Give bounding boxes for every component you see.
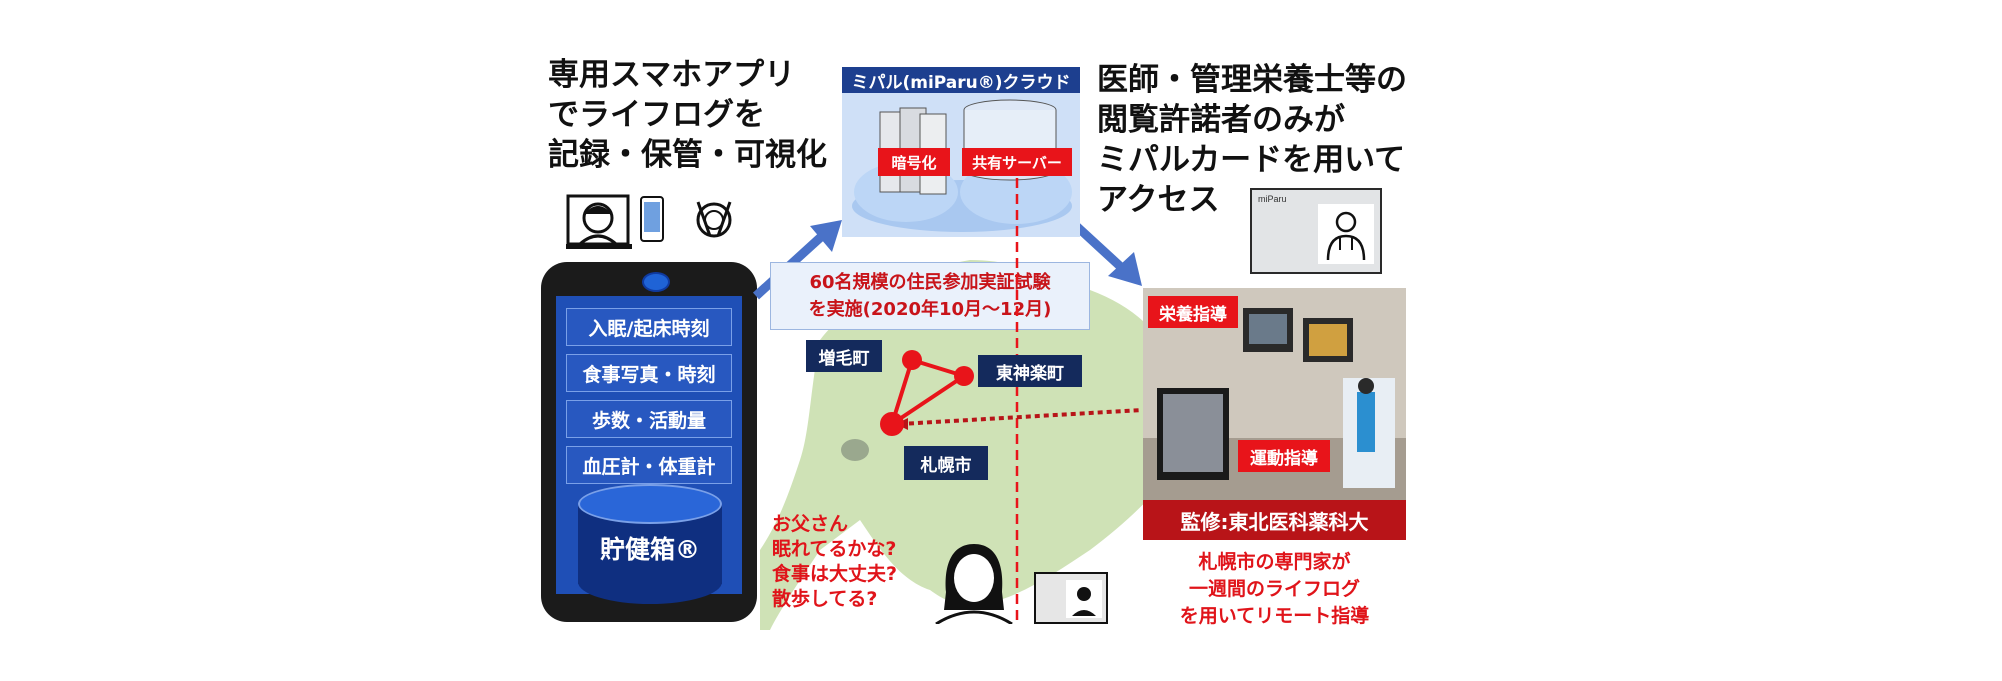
network-pins <box>880 350 1143 436</box>
town-higashikagura: 東神楽町 <box>978 355 1082 387</box>
storage-drum-top <box>578 484 722 524</box>
phone-item-steps[interactable]: 歩数・活動量 <box>566 400 732 438</box>
server-label: 共有サーバー <box>962 148 1072 176</box>
storage-label: 貯健箱® <box>599 535 700 564</box>
cloud-title: ミパル(miParu®)クラウド <box>842 67 1080 93</box>
doctor-icon <box>1318 204 1374 264</box>
remote-guidance-text: 札幌市の専門家が 一週間のライフログ を用いてリモート指導 <box>1179 551 1370 627</box>
town-mashike: 増毛町 <box>806 340 882 372</box>
dashed-divider <box>1015 178 1019 624</box>
left-heading: 専用スマホアプリ でライフログを 記録・保管・可視化 <box>548 57 827 173</box>
trial-notice-text: 60名規模の住民参加実証試験 を実施(2020年10月～12月) <box>808 272 1052 320</box>
phone-item-blood-pressure[interactable]: 血圧計・体重計 <box>566 446 732 484</box>
tablet-call-icon <box>1034 572 1108 624</box>
family-message: お父さん 眠れてるかな? 食事は大丈夫? 散歩してる? <box>772 513 898 610</box>
right-heading: 医師・管理栄養士等の 閲覧許諾者のみが ミパルカードを用いて アクセス <box>1097 62 1407 218</box>
woman-icon <box>935 544 1013 624</box>
encrypt-label: 暗号化 <box>878 148 950 176</box>
meal-plate-icon <box>696 201 732 238</box>
tag-exercise: 運動指導 <box>1238 440 1330 472</box>
card-brand: miParu <box>1258 194 1287 204</box>
phone-camera <box>642 272 670 292</box>
trial-notice: 60名規模の住民参加実証試験 を実施(2020年10月～12月) <box>770 262 1090 330</box>
smartphone-icon <box>640 196 664 242</box>
miparu-card: miParu <box>1250 188 1382 274</box>
town-sapporo: 札幌市 <box>904 446 988 480</box>
phone-item-sleep[interactable]: 入眠/起床時刻 <box>566 308 732 346</box>
user-with-laptop-icon <box>566 194 632 249</box>
supervision-label: 監修:東北医科薬科大 <box>1143 500 1406 540</box>
phone-item-meal[interactable]: 食事写真・時刻 <box>566 354 732 392</box>
tag-nutrition: 栄養指導 <box>1148 296 1238 328</box>
